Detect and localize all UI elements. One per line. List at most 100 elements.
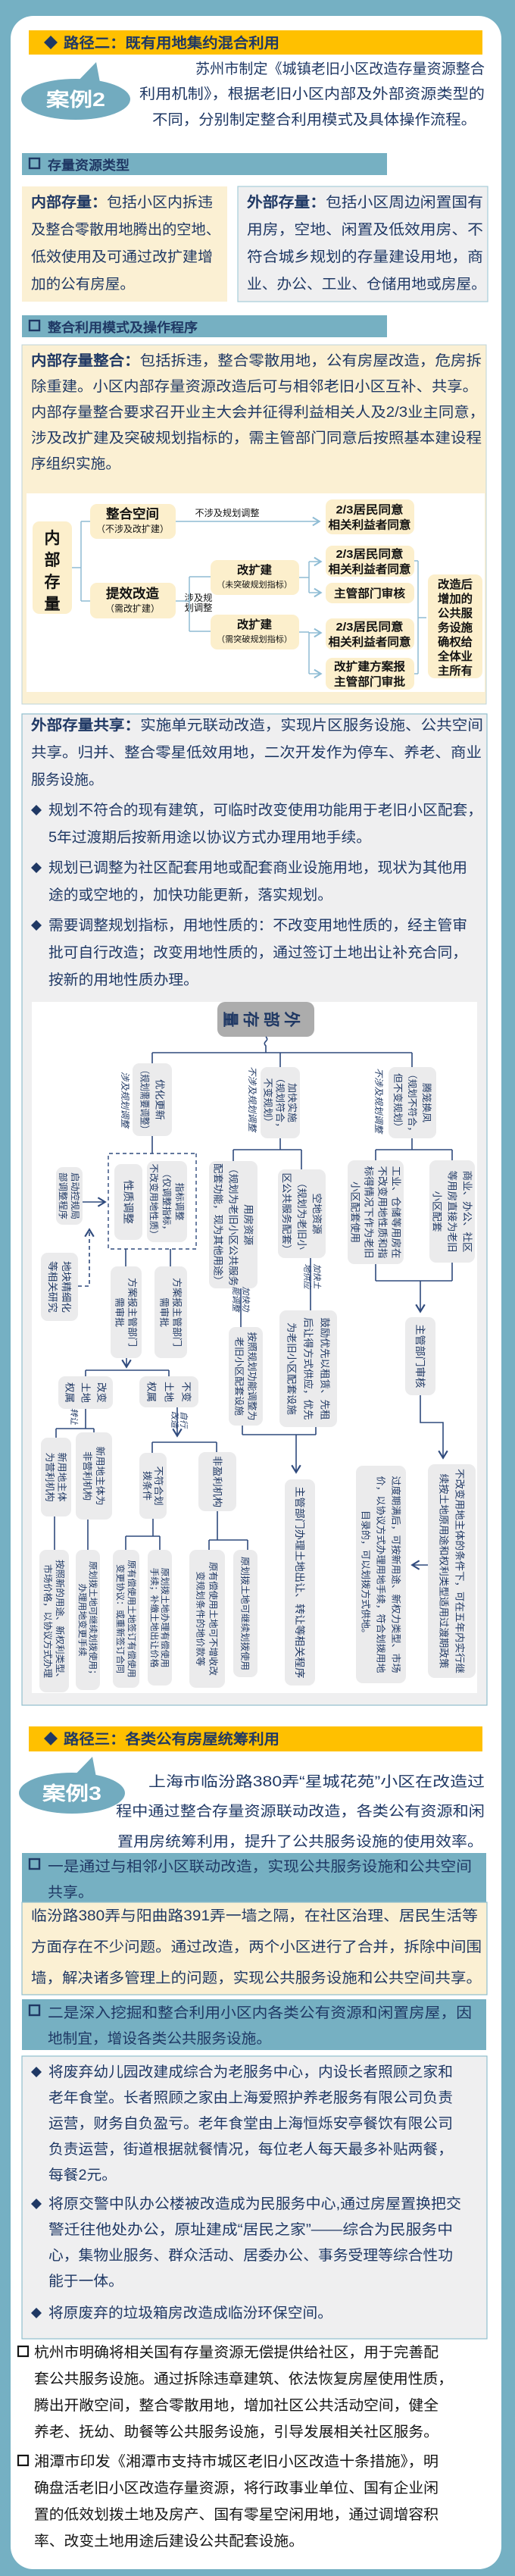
svg-text:2/3居民同意: 2/3居民同意	[336, 620, 404, 634]
svg-text:（规划符合，: （规划符合，	[275, 1073, 286, 1132]
svg-text:腾笼换凤: 腾笼换凤	[421, 1083, 432, 1123]
svg-text:原划拨土地可继续划拨使用；: 原划拨土地可继续划拨使用；	[88, 1561, 98, 1679]
svg-text:自行: 自行	[179, 1411, 189, 1429]
svg-text:业、办公、工业、仓储用地或房屋。: 业、办公、工业、仓储用地或房屋。	[247, 276, 486, 293]
svg-text:部调整程序: 部调整程序	[58, 1172, 69, 1219]
svg-text:共享。: 共享。	[48, 1884, 93, 1901]
svg-text:警迁往他处办公，原址建成“居民之家”——综合为民服务中: 警迁往他处办公，原址建成“居民之家”——综合为民服务中	[48, 2221, 453, 2238]
svg-text:每餐2元。: 每餐2元。	[48, 2167, 117, 2183]
svg-text:新用地主体: 新用地主体	[57, 1453, 68, 1503]
svg-text:加快功: 加快功	[241, 1287, 251, 1313]
svg-text:（不涉及改扩建）: （不涉及改扩建）	[96, 524, 169, 534]
svg-text:主管部门办理土地出让、转让等相关程序: 主管部门办理土地出让、转让等相关程序	[294, 1487, 306, 1679]
svg-text:2/3居民同意: 2/3居民同意	[336, 503, 404, 517]
svg-text:路径二：既有用地集约混合利用: 路径二：既有用地集约混合利用	[64, 34, 279, 52]
svg-text:及整合零散用地腾出的空地、: 及整合零散用地腾出的空地、	[31, 221, 220, 238]
svg-text:划调整: 划调整	[185, 602, 213, 613]
svg-text:工业、仓储等用房在: 工业、仓储等用房在	[390, 1166, 401, 1259]
svg-text:上海市临汾路380弄“星城花苑”小区在改造过: 上海市临汾路380弄“星城花苑”小区在改造过	[148, 1773, 485, 1790]
svg-text:湘潭市印发《湘潭市支持市城区老旧小区改造十条措施》，明: 湘潭市印发《湘潭市支持市城区老旧小区改造十条措施》，明	[34, 2453, 439, 2470]
svg-text:（规划为老旧小区公共服务: （规划为老旧小区公共服务	[227, 1163, 239, 1286]
svg-text:将原废弃的垃圾箱房改造成临汾环保空间。: 将原废弃的垃圾箱房改造成临汾环保空间。	[48, 2305, 332, 2321]
svg-text:小区配套使用: 小区配套使用	[349, 1182, 360, 1243]
svg-text:目录的，可以划拨方式供地。: 目录的，可以划拨方式供地。	[360, 1510, 372, 1639]
svg-text:按照新的用途、新权利类型、: 按照新的用途、新权利类型、	[55, 1560, 66, 1682]
svg-text:用房，空地、闲置及低效用房、不: 用房，空地、闲置及低效用房、不	[247, 221, 483, 238]
svg-text:存量资源类型: 存量资源类型	[48, 158, 130, 173]
svg-text:外部存量共享：实施单元联动改造，实现片区服务设施、公共空间: 外部存量共享：实施单元联动改造，实现片区服务设施、公共空间	[31, 716, 483, 734]
svg-text:除重建。小区内部存量资源改造后可与相邻老旧小区互补、共享。: 除重建。小区内部存量资源改造后可与相邻老旧小区互补、共享。	[31, 378, 478, 395]
svg-text:途的或空地的，加快功能更新，落实规划。: 途的或空地的，加快功能更新，落实规划。	[48, 887, 332, 903]
svg-text:需审批: 需审批	[114, 1297, 126, 1327]
svg-text:率、改变土地用途后建设公共配套设施。: 率、改变土地用途后建设公共配套设施。	[34, 2533, 304, 2549]
svg-text:原有偿使用土地可不增收改: 原有偿使用土地可不增收改	[208, 1562, 220, 1676]
svg-text:相关利益者同意: 相关利益者同意	[329, 635, 411, 649]
svg-text:新用地主体为: 新用地主体为	[95, 1447, 106, 1506]
svg-text:养老、抚幼、助餐等公共服务设施，引导发展相关社区服务。: 养老、抚幼、助餐等公共服务设施，引导发展相关社区服务。	[34, 2424, 439, 2440]
svg-text:加的公有房屋。: 加的公有房屋。	[31, 276, 135, 293]
svg-text:相关利益者同意: 相关利益者同意	[329, 562, 411, 576]
svg-text:杭州市明确将相关国有存量资源无偿提供给社区，用于完善配: 杭州市明确将相关国有存量资源无偿提供给社区，用于完善配	[34, 2344, 439, 2361]
svg-text:过度期满后，可按新用途、新权力类型、市场: 过度期满后，可按新用途、新权力类型、市场	[391, 1476, 402, 1673]
svg-text:（规划需要调整）: （规划需要调整）	[139, 1066, 150, 1134]
svg-text:需审批: 需审批	[159, 1297, 170, 1327]
svg-text:苏州市制定《城镇老旧小区改造存量资源整合: 苏州市制定《城镇老旧小区改造存量资源整合	[195, 61, 485, 77]
svg-text:原有偿使用土地签订有偿使用: 原有偿使用土地签订有偿使用	[126, 1560, 137, 1678]
svg-text:心，集物业服务、群众活动、居委办公、事务受理等综合性功: 心，集物业服务、群众活动、居委办公、事务受理等综合性功	[48, 2247, 453, 2264]
svg-text:价，以协议方式办理用地手续，符合划拨用地: 价，以协议方式办理用地手续，符合划拨用地	[376, 1476, 387, 1674]
svg-text:内部存量整合要求召开业主大会并征得利益相关人及2/3业主同意: 内部存量整合要求召开业主大会并征得利益相关人及2/3业主同意，	[31, 404, 485, 421]
svg-text:启动控规局: 启动控规局	[70, 1172, 81, 1219]
svg-text:老年食堂。长者照顾之家由上海爱照护养老服务有限公司负责: 老年食堂。长者照顾之家由上海爱照护养老服务有限公司负责	[48, 2089, 453, 2106]
svg-text:需要调整规划指标，用地性质的：不改变用地性质的，经主管审: 需要调整规划指标，用地性质的：不改变用地性质的，经主管审	[48, 917, 467, 934]
svg-text:按照规划功能调整为: 按照规划功能调整为	[247, 1332, 258, 1421]
svg-text:内部存量：包括小区内拆违: 内部存量：包括小区内拆违	[31, 193, 213, 211]
svg-text:权属: 权属	[145, 1382, 157, 1402]
svg-text:加快土: 加快土	[312, 1264, 322, 1290]
svg-text:用房资源: 用房资源	[242, 1204, 254, 1245]
svg-text:增加的: 增加的	[438, 592, 473, 606]
svg-text:腾出开敞空间，整合零散用地，增加社区公共活动空间，健全: 腾出开敞空间，整合零散用地，增加社区公共活动空间，健全	[34, 2397, 439, 2414]
svg-text:涉及规: 涉及规	[185, 592, 213, 603]
svg-text:改变: 改变	[95, 1382, 107, 1403]
svg-text:优化更新: 优化更新	[154, 1079, 165, 1120]
svg-text:拨条件: 拨条件	[142, 1471, 152, 1501]
svg-text:二是深入挖掘和整合利用小区内各类公有资源和闲置房屋，因: 二是深入挖掘和整合利用小区内各类公有资源和闲置房屋，因	[48, 2005, 472, 2021]
svg-text:但不变规划）: 但不变规划）	[392, 1073, 404, 1132]
svg-text:共享。归并、整合零星低效用地，二次开发作为停车、养老、商业: 共享。归并、整合零星低效用地，二次开发作为停车、养老、商业	[31, 744, 482, 761]
svg-text:（规划为老旧小: （规划为老旧小	[296, 1178, 307, 1250]
svg-text:确权给: 确权给	[438, 635, 473, 649]
svg-text:外: 外	[282, 1012, 301, 1028]
svg-text:（仅调整指标，: （仅调整指标，	[161, 1169, 173, 1235]
svg-text:公共服: 公共服	[438, 607, 473, 620]
svg-text:套公共服务设施。通过拆除违章建筑、依法恢复房屋使用性质，: 套公共服务设施。通过拆除违章建筑、依法恢复房屋使用性质，	[34, 2371, 453, 2387]
svg-text:商业、办公、社区: 商业、办公、社区	[461, 1171, 473, 1253]
svg-text:置用房统筹利用，提升了公共服务设施的使用效率。: 置用房统筹利用，提升了公共服务设施的使用效率。	[117, 1833, 483, 1850]
svg-text:量: 量	[221, 1012, 239, 1028]
svg-text:服务设施。: 服务设施。	[31, 772, 103, 788]
svg-text:土地: 土地	[163, 1382, 174, 1402]
svg-text:方案报主管部门: 方案报主管部门	[127, 1278, 139, 1347]
svg-text:地制宜，增设各类公共服务设施。: 地制宜，增设各类公共服务设施。	[48, 2030, 271, 2047]
svg-text:等相关研究: 等相关研究	[47, 1261, 58, 1313]
svg-text:规划已调整为社区配套用地或配套商业设施用地，现状为其他用: 规划已调整为社区配套用地或配套商业设施用地，现状为其他用	[48, 859, 467, 876]
svg-text:墙，解决诸多管理上的问题，实现公共服务设施和公共空间共享。: 墙，解决诸多管理上的问题，实现公共服务设施和公共空间共享。	[31, 1970, 482, 1986]
svg-text:主管部门审批: 主管部门审批	[334, 675, 405, 689]
svg-text:地供应: 地供应	[302, 1264, 312, 1291]
svg-text:不改变用地主体的条件下，可在五年内实行继: 不改变用地主体的条件下，可在五年内实行继	[454, 1469, 465, 1673]
svg-text:存: 存	[45, 573, 61, 591]
svg-text:办理用地变更手续: 办理用地变更手续	[77, 1584, 88, 1657]
svg-text:非营利机构: 非营利机构	[82, 1451, 93, 1501]
svg-text:方案报主管部门: 方案报主管部门	[172, 1278, 183, 1347]
svg-text:务设施: 务设施	[438, 621, 473, 634]
svg-text:地块精细化: 地块精细化	[61, 1261, 72, 1313]
svg-text:全体业: 全体业	[437, 649, 473, 663]
svg-text:一是通过与相邻小区联动改造，实现公共服务设施和公共空间: 一是通过与相邻小区联动改造，实现公共服务设施和公共空间	[48, 1858, 472, 1875]
svg-text:临汾路380弄与阳曲路391弄一墙之隔，在社区治理、居民生活: 临汾路380弄与阳曲路391弄一墙之隔，在社区治理、居民生活等	[31, 1908, 478, 1924]
svg-text:程中通过整合存量资源联动改造，各类公有资源和闲: 程中通过整合存量资源联动改造，各类公有资源和闲	[116, 1803, 485, 1820]
svg-text:路径三：各类公有房屋统筹利用: 路径三：各类公有房屋统筹利用	[64, 1730, 279, 1748]
svg-text:存: 存	[242, 1012, 260, 1028]
svg-text:手续；补缴土地出让价格: 手续；补缴土地出让价格	[149, 1568, 160, 1669]
svg-text:不同，分别制定整合利用模式及具体操作流程。: 不同，分别制定整合利用模式及具体操作流程。	[152, 111, 476, 128]
svg-text:内: 内	[45, 529, 61, 547]
svg-text:序组织实施。: 序组织实施。	[31, 455, 120, 472]
